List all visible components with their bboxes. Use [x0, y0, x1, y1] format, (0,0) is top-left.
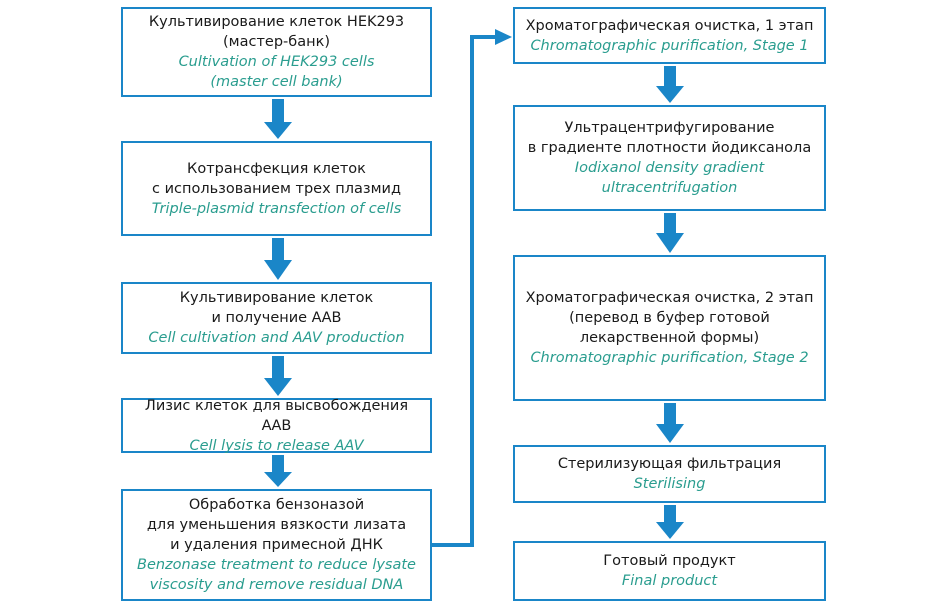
step-text-en: ultracentrifugation [601, 180, 738, 196]
step-text-ru: Лизис клеток для высвобождения ААВ [144, 397, 409, 434]
step-text-ru: Культивирование клеток HEK293 [148, 14, 405, 30]
step-text-ru: и получение ААВ [211, 310, 342, 326]
step-text-en: viscosity and remove residual DNA [149, 577, 404, 593]
step-text-ru: и удаления примесной ДНК [170, 537, 383, 553]
step-text-en: Cell cultivation and AAV production [148, 330, 405, 346]
step-sterilising-filtration: Стерилизующая фильтрация Sterilising [513, 445, 826, 503]
arrow-down-left-4 [264, 455, 292, 487]
step-text-en: Iodixanol density gradient [574, 160, 765, 176]
step-chromatography-stage-1: Хроматографическая очистка, 1 этап Chrom… [513, 7, 826, 64]
step-text-ru: Котрансфекция клеток [187, 160, 366, 177]
step-text-ru: Культивирование клеток [179, 290, 374, 306]
step-text-en: Cell lysis to release AAV [189, 437, 364, 454]
step-aav-production: Культивирование клеток и получение ААВ C… [121, 282, 432, 354]
step-text-ru: с использованием трех плазмид [151, 180, 402, 197]
step-text-ru: Стерилизующая фильтрация [557, 456, 782, 472]
step-text-ru: (перевод в буфер готовой [569, 310, 770, 326]
step-text-ru: Хроматографическая очистка, 2 этап [525, 290, 814, 306]
step-text-ru: Ультрацентрифугирование [564, 120, 775, 136]
arrow-down-right-1 [656, 66, 684, 103]
step-text-ru: для уменьшения вязкости лизата [146, 517, 407, 533]
step-benzonase-treatment: Обработка бензоназой для уменьшения вязк… [121, 489, 432, 601]
step-text-en: Sterilising [633, 476, 706, 492]
step-text-en: Benzonase treatment to reduce lysate [137, 557, 416, 573]
step-text-ru: Обработка бензоназой [188, 497, 365, 513]
connector-arrow [432, 29, 512, 547]
step-text-en: Cultivation of HEK293 cells [178, 54, 375, 70]
step-text-ru: в градиенте плотности йодиксанола [527, 140, 812, 156]
arrow-down-left-2 [264, 238, 292, 280]
step-text-ru: лекарственной формы) [579, 330, 760, 346]
step-text-en: Triple-plasmid transfection of cells [151, 200, 402, 217]
arrow-down-right-4 [656, 505, 684, 539]
step-hek293-cultivation: Культивирование клеток HEK293 (мастер-ба… [121, 7, 432, 97]
step-text-en: Final product [621, 573, 718, 589]
step-text-ru: Хроматографическая очистка, 1 этап [525, 17, 814, 34]
step-text-en: (master cell bank) [210, 74, 343, 90]
arrow-down-left-3 [264, 356, 292, 396]
step-text-en: Chromatographic purification, Stage 2 [530, 350, 809, 366]
step-cell-lysis: Лизис клеток для высвобождения ААВ Cell … [121, 397, 432, 454]
step-text-ru: Готовый продукт [603, 553, 736, 569]
step-final-product: Готовый продукт Final product [513, 541, 826, 601]
arrow-down-right-3 [656, 403, 684, 443]
arrow-down-right-2 [656, 213, 684, 253]
step-text-en: Chromatographic purification, Stage 1 [530, 37, 809, 54]
step-chromatography-stage-2: Хроматографическая очистка, 2 этап (пере… [513, 255, 826, 401]
step-ultracentrifugation: Ультрацентрифугирование в градиенте плот… [513, 105, 826, 211]
arrow-down-left-1 [264, 99, 292, 139]
step-text-ru: (мастер-банк) [223, 34, 330, 50]
step-transfection: Котрансфекция клеток с использованием тр… [121, 141, 432, 236]
